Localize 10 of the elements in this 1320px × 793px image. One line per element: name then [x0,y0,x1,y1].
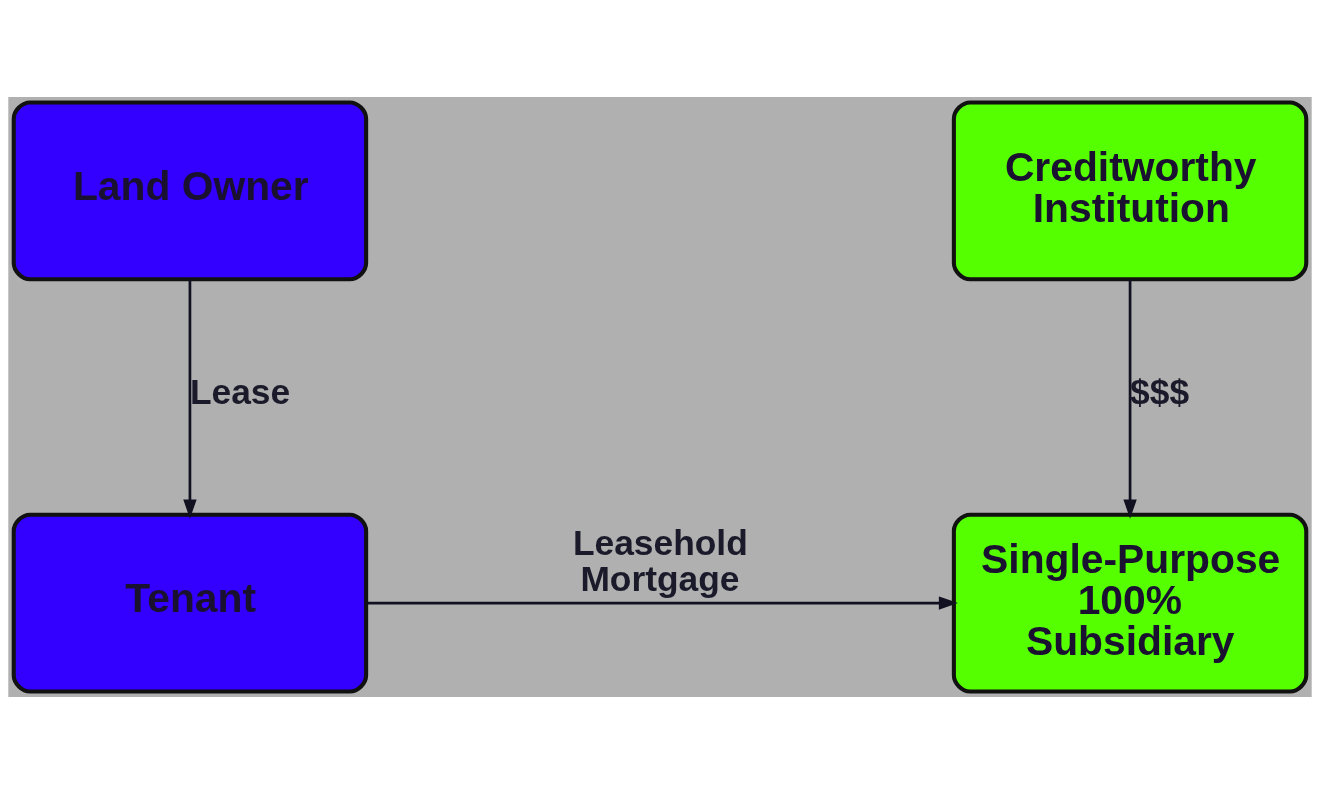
arrow [1123,279,1137,519]
node-box: Tenant [11,512,369,694]
node-box: Land Owner [11,99,369,281]
edge-label: $$$ [1130,371,1190,411]
node-box: Single-Purpose 100% Subsidiary [951,512,1309,694]
edge-label: Leasehold Mortgage [572,522,748,598]
edge-label: Lease [189,371,291,411]
arrow [366,595,958,610]
arrow [183,279,197,519]
node-box: Creditworthy Institution [951,99,1309,281]
